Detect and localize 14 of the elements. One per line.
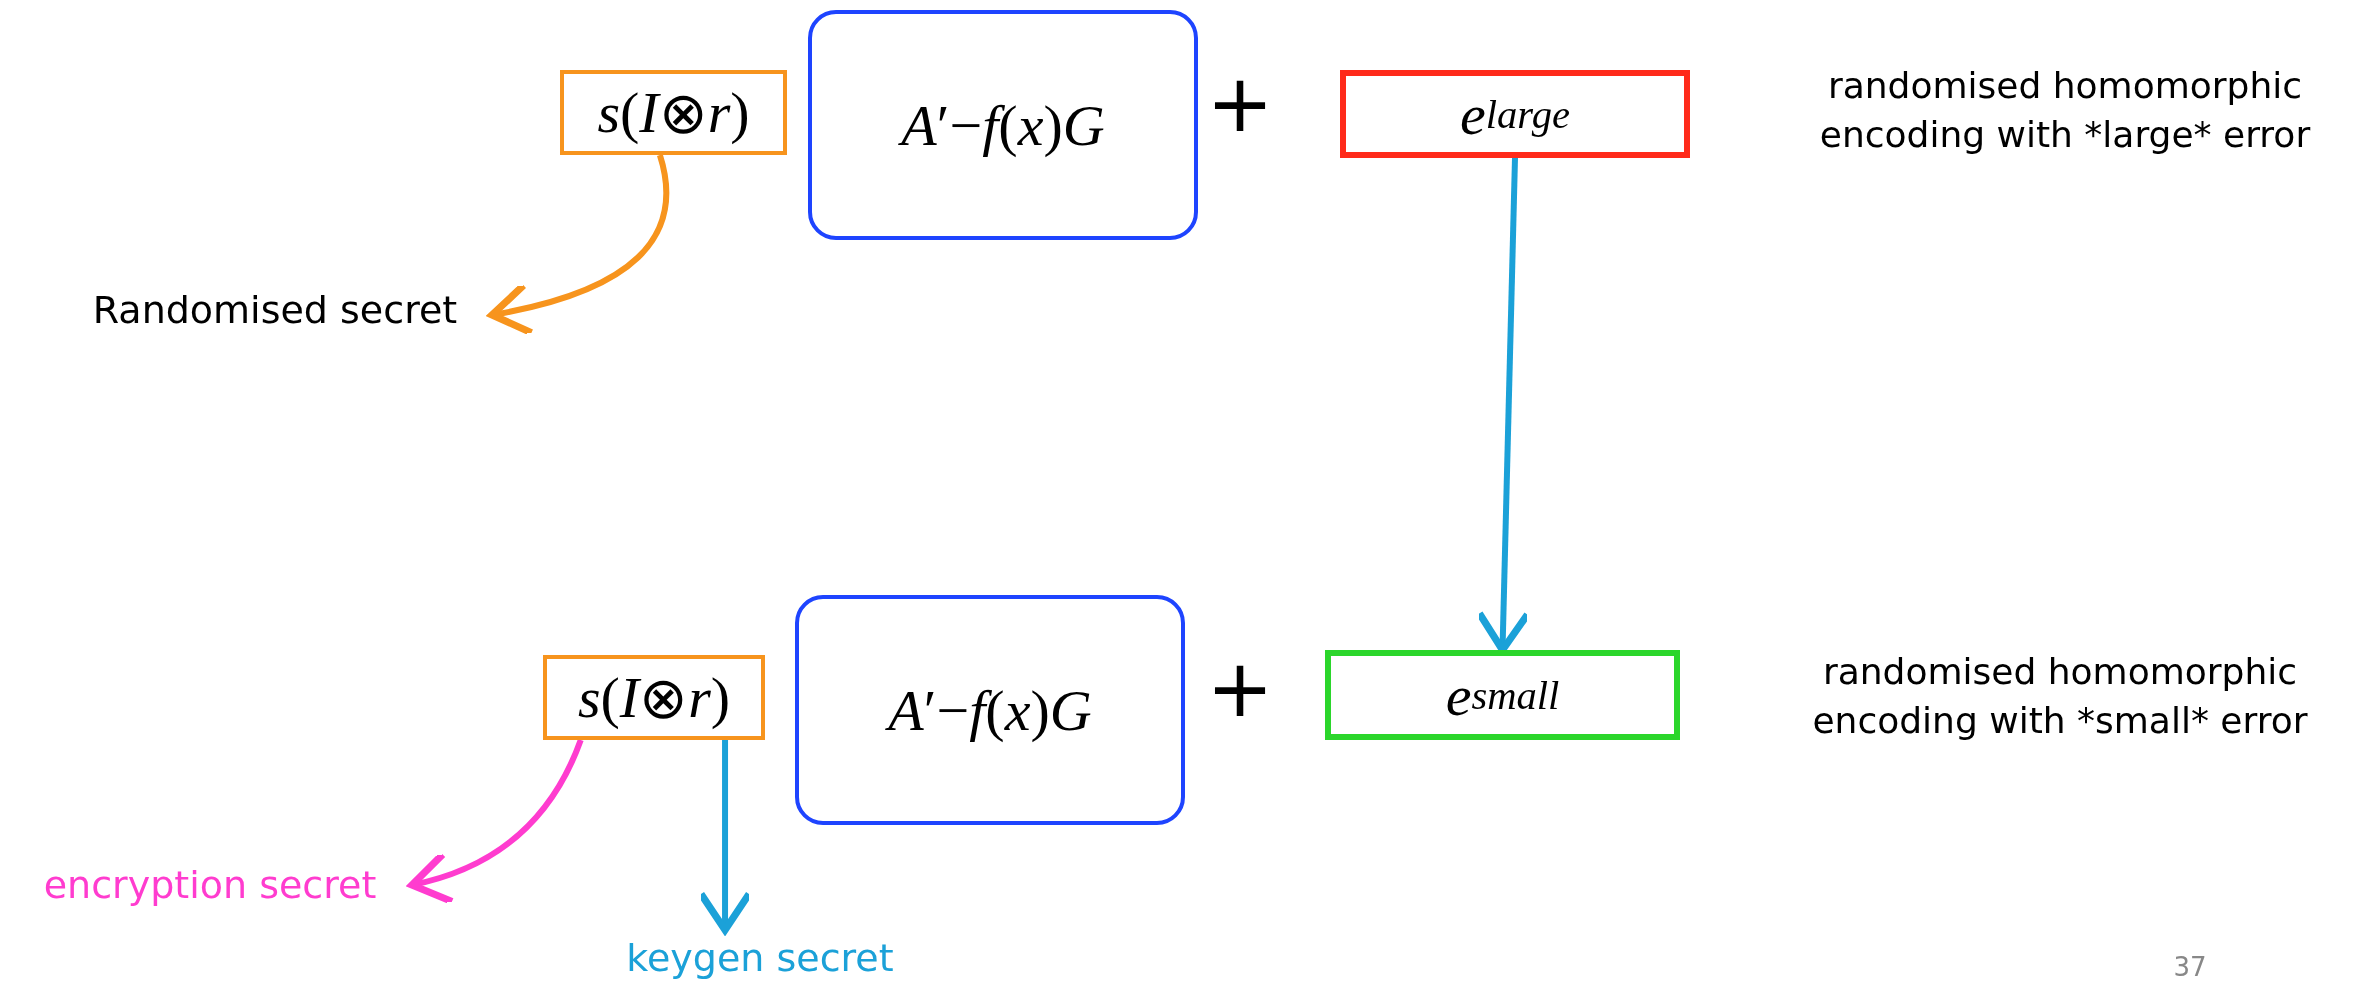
expression-box: A′−f(x)G [795, 595, 1185, 825]
page-number: 37 [2172, 951, 2208, 984]
annotation-text: encryption secret [10, 855, 410, 915]
arrow [488, 154, 670, 336]
plus-sign: + [1205, 641, 1275, 737]
expression-box: A′−f(x)G [808, 10, 1198, 240]
math-box: s(I⊗r) [543, 655, 765, 740]
annotation-text: Randomised secret [60, 280, 490, 340]
plus-sign: + [1205, 56, 1275, 152]
annotation-text: keygen secret [580, 930, 940, 985]
arrow [408, 738, 584, 904]
math-box: s(I⊗r) [560, 70, 787, 155]
description-text: randomised homomorphic encoding with *small* error [1811, 650, 2309, 743]
description-text: randomised homomorphic encoding with *large* error [1818, 64, 2312, 157]
